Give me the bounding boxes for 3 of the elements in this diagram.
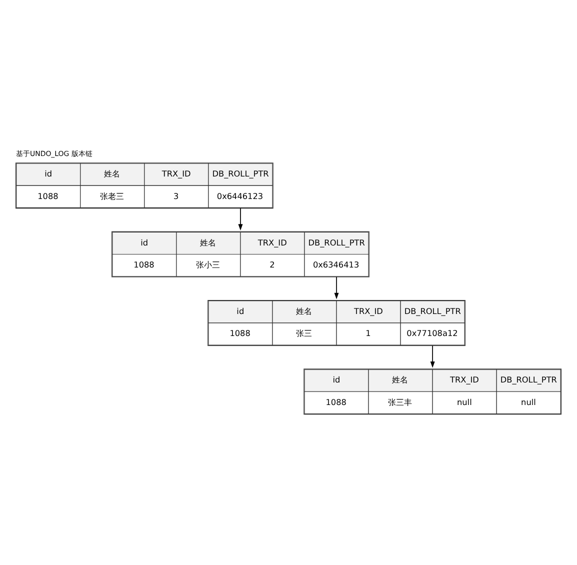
arrow — [334, 276, 339, 300]
arrow — [430, 345, 435, 368]
arrow — [238, 208, 243, 231]
